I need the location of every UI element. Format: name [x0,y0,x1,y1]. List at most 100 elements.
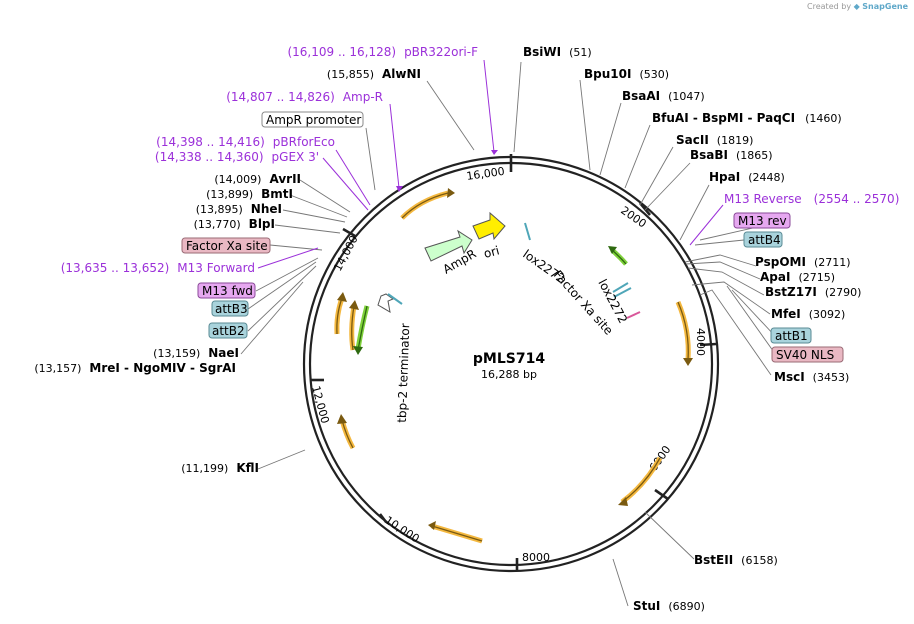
site-pos: (13,895) [196,203,243,216]
feature-arcs [334,188,693,544]
right-sites: BsiWI (51) Bpu10I(530) BsaAI (1047) BfuAI … [523,45,861,613]
primer-name: pGEX 3' [272,150,319,164]
attb4-label: attB4 [748,233,781,247]
snapgene-icon: ◆ [853,2,860,11]
svg-text:StuI(6890): StuI(6890) [633,599,705,613]
site-pos: (1819) [717,134,754,147]
tick-label-8000: 8000 [522,551,550,564]
site-name: HpaI [709,170,740,184]
tbp2-terminator-label: tbp-2 terminator [395,323,412,423]
site-name: StuI [633,599,660,613]
attb1-label: attB1 [775,329,808,343]
svg-text:BsaBI(1865): BsaBI (1865) [690,148,773,162]
tick-label-4000: 4000 [694,328,707,356]
svg-text:(14,807 .. 14,826)Amp-R: (14,807 .. 14,826) Amp-R [226,90,383,104]
svg-text:BstEII(6158): BstEII (6158) [694,553,778,567]
plasmid-length: 16,288 bp [481,368,537,381]
svg-text:ApaI(2715): ApaI(2715) [760,270,835,284]
site-name: BsiWI [523,45,561,59]
svg-text:(16,109 .. 16,128)pBR322ori-F: (16,109 .. 16,128)pBR322ori-F [287,45,478,59]
inner-feature-labels: AmpR ori lox2272 Factor Xa site lox2272 … [395,243,630,423]
primer-pos: (2554 .. 2570) [814,192,900,206]
site-name: AvrII [269,172,301,186]
tick-label-16000: 16,000 [466,165,506,183]
feature-orange-lower-right [620,456,663,505]
credit-prefix: Created by [807,2,852,11]
primer-name: Amp-R [343,90,383,104]
svg-text:(13,770)BlpI: (13,770) BlpI [194,217,275,231]
site-pos: (13,159) [153,347,200,360]
primer-name: M13 Forward [177,261,255,275]
svg-text:Bpu10I(530): Bpu10I(530) [584,67,669,81]
ampr-promoter-label: AmpR promoter [266,113,361,127]
lox2272-left-mark [387,293,403,305]
tick-6000 [654,488,669,501]
site-pos: (13,157) [34,362,81,375]
svg-text:MfeI(3092): MfeI (3092) [771,307,845,321]
svg-text:(13,159)NaeI: (13,159) NaeI [153,346,239,360]
site-pos: (3092) [809,308,846,321]
lox2272-top-mark [524,222,531,241]
primer-name: M13 Reverse [724,192,802,206]
site-pos: (6158) [741,554,778,567]
site-name: KflI [236,461,259,475]
ori-label: ori [482,243,501,261]
m13-rev-label: M13 rev [738,214,787,228]
plasmid-name: pMLS714 [473,351,545,367]
lox2272-right-mark [612,282,629,293]
inner-features [377,211,641,319]
m13-fwd-label: M13 fwd [202,284,253,298]
site-pos: (13,770) [194,218,241,231]
primer-leaders [257,59,724,269]
site-pos: (51) [569,46,592,59]
site-name: MreI - NgoMIV - SgrAI [89,361,236,375]
site-name: BlpI [249,217,275,231]
sv40-nls-label: SV40 NLS [776,348,834,362]
tick-14000 [342,227,356,238]
site-name: BstEII [694,553,733,567]
svg-text:PspOMI(2711): PspOMI (2711) [755,255,851,269]
site-name: MfeI [771,307,801,321]
site-name: BfuAI - BspMI - PaqCI [652,111,795,125]
site-name: PspOMI [755,255,806,269]
attb3-label: attB3 [215,302,248,316]
site-pos: (2711) [814,256,851,269]
site-name: ApaI [760,270,790,284]
site-pos: (1460) [805,112,842,125]
site-name: BstZ17I [765,285,817,299]
site-name: NheI [251,202,282,216]
tick-2000 [639,202,651,216]
site-name: BmtI [261,187,293,201]
svg-text:MscI(3453): MscI (3453) [774,370,849,384]
site-pos: (2790) [825,286,862,299]
site-pos: (11,199) [181,462,228,475]
site-name: BsaAI [622,89,660,103]
tick-4000 [699,342,717,347]
site-name: AlwNI [382,67,421,81]
site-name: BsaBI [690,148,728,162]
tick-10000 [378,513,388,523]
site-name: MscI [774,370,805,384]
svg-text:BsaAI(1047): BsaAI (1047) [622,89,705,103]
primer-pos: (14,807 .. 14,826) [226,90,335,104]
factor-xa-right-mark [626,311,641,319]
site-pos: (3453) [813,371,850,384]
tick-marks [310,154,717,571]
primer-pos: (14,398 .. 14,416) [156,135,265,149]
snapgene-credit: Created by ◆ SnapGene [807,2,908,11]
factor-xa-site-label: Factor Xa site [186,239,268,253]
primer-labels: (16,109 .. 16,128)pBR322ori-F (14,807 ..… [61,45,900,275]
site-pos: (1865) [736,149,773,162]
credit-brand: SnapGene [862,2,908,11]
site-pos: (15,855) [327,68,374,81]
site-pos: (14,009) [214,173,261,186]
svg-text:(11,199)KflI: (11,199) KflI [181,461,259,475]
svg-text:BstZ17I(2790): BstZ17I (2790) [765,285,861,299]
ampr-arrow [424,229,473,262]
site-pos: (1047) [668,90,705,103]
ori-arrow [472,211,506,241]
site-pos: (530) [639,68,669,81]
svg-text:(13,899)BmtI: (13,899)BmtI [206,187,293,201]
site-name: NaeI [208,346,239,360]
svg-text:(13,157)MreI - NgoMIV - SgrAI: (13,157) MreI - NgoMIV - SgrAI [34,361,236,375]
